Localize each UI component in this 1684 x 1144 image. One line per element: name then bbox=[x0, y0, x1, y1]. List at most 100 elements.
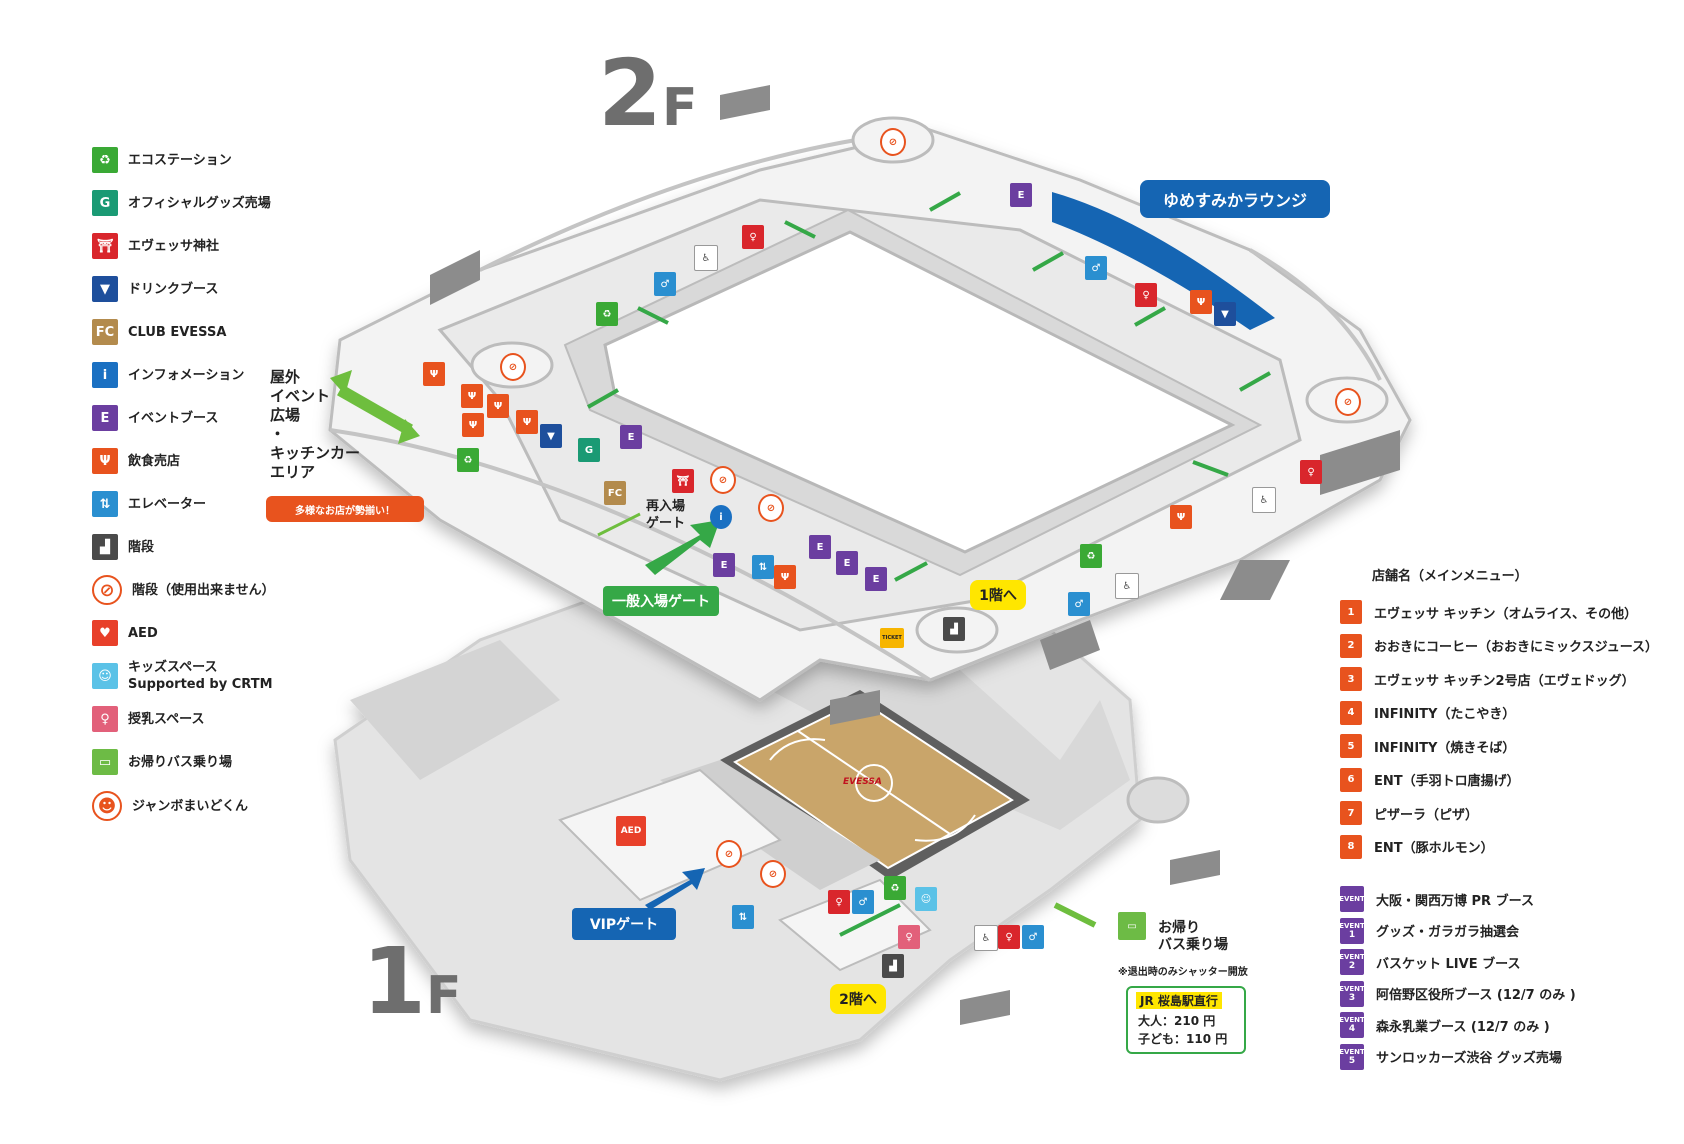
vip-gate-arrow bbox=[645, 868, 705, 910]
eco-station-icon: ♻ bbox=[457, 448, 479, 472]
floor-letter-1: F bbox=[426, 966, 462, 1026]
shop-list-title: 店舗名（メインメニュー） bbox=[1372, 569, 1528, 584]
event-badge-number: 5 bbox=[1348, 1055, 1356, 1066]
stairs-closed-icon: ⊘ bbox=[760, 860, 786, 888]
elevator-icon: ⇅ bbox=[92, 491, 118, 517]
aed-icon: ♥ bbox=[92, 620, 118, 646]
food-stall-icon: Ψ bbox=[487, 394, 509, 418]
legend-item: ☺ キッズスペース Supported by CRTM bbox=[92, 659, 273, 693]
food-stall-icon: Ψ bbox=[1170, 505, 1192, 529]
fc-icon: FC bbox=[604, 481, 626, 505]
event-badge-text: EVENT bbox=[1339, 953, 1365, 961]
legend-label: エレベーター bbox=[128, 496, 207, 512]
basketball-court bbox=[720, 690, 1030, 880]
womens-toilet-icon: ♀ bbox=[1300, 460, 1322, 484]
shop-label: INFINITY（たこやき） bbox=[1374, 707, 1516, 722]
food-stall-number-icon: 2 bbox=[1340, 633, 1362, 658]
shop-label: ENT（豚ホルモン） bbox=[1374, 841, 1494, 856]
event-badge-text: EVENT bbox=[1339, 984, 1365, 993]
jr-child-fare: 子ども：110 円 bbox=[1138, 1032, 1228, 1046]
legend-item: ⇅ エレベーター bbox=[92, 487, 206, 521]
event-booth-icon: E bbox=[865, 567, 887, 591]
mens-toilet-icon: ♂ bbox=[1022, 925, 1044, 949]
legend-item: ⛩エヴェッサ神社 bbox=[92, 229, 219, 263]
event-badge-number: 4 bbox=[1348, 1024, 1356, 1034]
goods-shop-icon: G bbox=[92, 190, 118, 216]
food-stall-number-icon: 6 bbox=[1340, 767, 1362, 792]
bus-stop-icon: ▭ bbox=[1118, 912, 1146, 940]
legend-item: Ψ 飲食売店 bbox=[92, 444, 180, 478]
shop-label: おおきにコーヒー（おおきにミックスジュース） bbox=[1374, 640, 1659, 655]
legend-label: 飲食売店 bbox=[128, 453, 181, 469]
legend-label: インフォメーション bbox=[128, 367, 245, 383]
stairs-closed-icon: ⊘ bbox=[92, 575, 122, 605]
legend-item: ▟階段 bbox=[92, 530, 154, 564]
food-stall-icon: Ψ bbox=[423, 362, 445, 386]
kids-space-icon: ☺ bbox=[92, 663, 118, 689]
stairs-icon: ▟ bbox=[92, 534, 118, 560]
aed-icon: AED bbox=[616, 816, 646, 846]
lounge-area bbox=[1052, 192, 1275, 330]
shutter-note: ※退出時のみシャッター開放 bbox=[1118, 967, 1248, 978]
lounge-callout: ゆめすみかラウンジ bbox=[1140, 180, 1330, 218]
floor-1f-corridors bbox=[558, 760, 1190, 972]
shop-item: 2 おおきにコーヒー（おおきにミックスジュース） bbox=[1340, 633, 1658, 659]
outdoor-arrow bbox=[330, 370, 420, 444]
food-stall-icon: Ψ bbox=[461, 384, 483, 408]
accessible-toilet-icon: ♿ bbox=[694, 245, 718, 271]
shrine-icon: ⛩ bbox=[672, 469, 694, 493]
event-badge-text: EVENT bbox=[1339, 921, 1365, 930]
food-stall-number-icon: 3 bbox=[1340, 667, 1362, 691]
to-1f-tag[interactable]: 1階へ bbox=[970, 580, 1026, 610]
legend-label: お帰りバス乗り場 bbox=[128, 754, 233, 770]
stair-bays bbox=[430, 85, 1400, 1025]
womens-toilet-icon: ♀ bbox=[828, 890, 850, 914]
food-stall-number-icon: 8 bbox=[1340, 834, 1362, 859]
fc-icon: FC bbox=[92, 319, 118, 345]
passage-arrows bbox=[587, 191, 1271, 937]
shop-item: 8 ENT（豚ホルモン） bbox=[1340, 834, 1494, 860]
kids-space-icon: ☺ bbox=[915, 887, 937, 911]
event-label: 森永乳業ブース (12/7 のみ ) bbox=[1376, 1019, 1550, 1035]
outdoor-badge: 多様なお店が勢揃い！ bbox=[266, 496, 424, 522]
event-booth-icon: E bbox=[836, 551, 858, 575]
eco-station-icon: ♻ bbox=[92, 147, 118, 173]
stairs-icon: ▟ bbox=[882, 954, 904, 978]
to-2f-tag[interactable]: 2階へ bbox=[830, 984, 886, 1014]
general-gate-button[interactable]: 一般入場ゲート bbox=[603, 586, 719, 616]
womens-toilet-icon: ♀ bbox=[1135, 283, 1157, 307]
legend-label: ジャンボまいどくん bbox=[132, 798, 248, 814]
stairs-closed-icon: ⊘ bbox=[880, 128, 906, 156]
food-stall-number-icon: 1 bbox=[1340, 600, 1362, 624]
legend-label: 階段（使用出来ません） bbox=[132, 582, 275, 598]
reentry-arrow bbox=[597, 512, 641, 537]
floor-label-1f: 1F bbox=[362, 928, 462, 1035]
legend-item: ⊘ 階段（使用出来ません） bbox=[92, 573, 275, 607]
team-logo: EVESSA bbox=[843, 777, 882, 787]
shop-label: INFINITY（焼きそば） bbox=[1374, 740, 1516, 756]
jr-adult-fare: 大人：210 円 bbox=[1138, 1014, 1216, 1028]
stairs-closed-icon: ⊘ bbox=[500, 353, 526, 381]
legend-label: オフィシャルグッズ売場 bbox=[128, 195, 271, 211]
reentry-gate-label: 再入場 ゲート bbox=[646, 499, 686, 531]
event-badge-text: EVENT bbox=[1339, 894, 1365, 903]
legend-item: G オフィシャルグッズ売場 bbox=[92, 186, 271, 220]
jr-shuttle-title: JR 桜島駅直行 bbox=[1136, 992, 1222, 1009]
eco-station-icon: ♻ bbox=[596, 302, 618, 326]
food-stall-icon: Ψ bbox=[774, 565, 796, 589]
food-stall-icon: Ψ bbox=[92, 448, 118, 474]
legend-label: キッズスペース Supported by CRTM bbox=[128, 660, 273, 692]
event-label: サンロッカーズ渋谷 グッズ売場 bbox=[1376, 1051, 1562, 1066]
event-booth-icon: E bbox=[1010, 183, 1032, 207]
vip-gate-button[interactable]: VIPゲート bbox=[572, 908, 676, 940]
legend-label: AED bbox=[128, 625, 158, 641]
legend-item: ♻エコステーション bbox=[92, 143, 232, 177]
information-icon: i bbox=[710, 505, 732, 529]
